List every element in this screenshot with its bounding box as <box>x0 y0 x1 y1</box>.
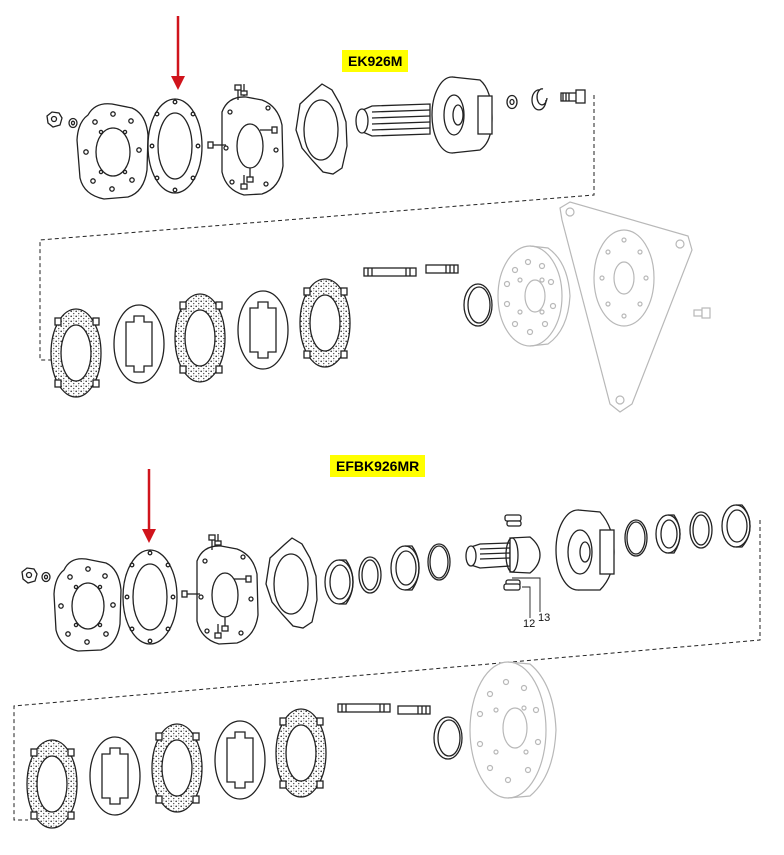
top-flange-plate <box>76 103 149 200</box>
bottom-key-12 <box>503 579 521 591</box>
top-stud-short <box>425 264 459 274</box>
top-circlip <box>531 88 548 111</box>
top-model-label: EK926M <box>342 50 409 72</box>
bottom-nut <box>21 567 38 584</box>
top-dashed-connector <box>39 95 595 361</box>
top-hub <box>431 76 493 154</box>
callout-leader-12 <box>522 586 531 618</box>
bottom-bearing-1 <box>324 559 354 605</box>
top-faded-bolt <box>693 307 711 319</box>
callout-number-12: 12 <box>523 618 536 630</box>
top-friction-disc-3 <box>299 278 351 368</box>
top-steel-disc-1 <box>113 304 165 384</box>
top-nut <box>46 111 63 128</box>
top-friction-disc-1 <box>50 308 102 398</box>
top-drive-plate <box>295 83 348 175</box>
top-steel-disc-2 <box>237 290 289 370</box>
top-bolt <box>560 89 586 104</box>
callout-leader-13 <box>512 577 541 612</box>
top-faded-triangle-plate <box>559 201 693 413</box>
top-small-washer <box>68 117 78 129</box>
red-down-arrow-icon <box>142 469 156 543</box>
top-assembly <box>39 76 595 398</box>
bottom-bearing-3 <box>655 514 681 554</box>
bottom-key-upper <box>504 514 522 527</box>
bottom-steel-disc-1 <box>89 736 141 816</box>
top-washer <box>506 94 518 110</box>
bottom-bearing-2 <box>390 545 420 591</box>
bottom-stud-long <box>337 703 391 713</box>
bottom-thin-ring-1 <box>427 543 451 581</box>
bottom-friction-disc-2 <box>151 723 203 813</box>
bottom-dashed-connector <box>13 520 761 821</box>
bottom-small-washer <box>41 571 51 583</box>
bottom-flange-plate <box>53 558 122 652</box>
bottom-seal <box>721 504 751 548</box>
bottom-model-label: EFBK926MR <box>330 455 426 477</box>
top-carrier-plate <box>207 84 284 196</box>
bottom-drive-plate <box>265 537 318 629</box>
bottom-snap-ring-2 <box>689 511 713 549</box>
red-down-arrow-icon <box>171 16 185 90</box>
bottom-steel-disc-2 <box>214 720 266 800</box>
bottom-assembly <box>13 504 761 829</box>
top-friction-disc-2 <box>174 293 226 383</box>
top-sealing-ring <box>463 283 493 327</box>
callout-number-13: 13 <box>538 612 551 624</box>
bottom-indicated-ring-plate <box>122 549 178 645</box>
top-stud-long <box>363 267 417 277</box>
bottom-friction-disc-3 <box>275 708 327 798</box>
bottom-sealing-ring <box>433 716 463 760</box>
bottom-carrier-plate <box>181 534 259 645</box>
top-faded-flywheel <box>497 245 571 347</box>
bottom-thin-ring-2 <box>624 519 648 557</box>
bottom-friction-disc-1 <box>26 739 78 829</box>
bottom-stud-short <box>397 705 431 715</box>
bottom-snap-ring-1 <box>358 556 382 594</box>
top-splined-shaft <box>355 103 431 137</box>
bottom-splined-shaft <box>465 536 541 574</box>
top-indicated-ring-plate <box>147 98 203 194</box>
top-faded-parts <box>497 201 711 413</box>
bottom-faded-flywheel <box>469 661 557 799</box>
bottom-hub <box>555 509 615 591</box>
